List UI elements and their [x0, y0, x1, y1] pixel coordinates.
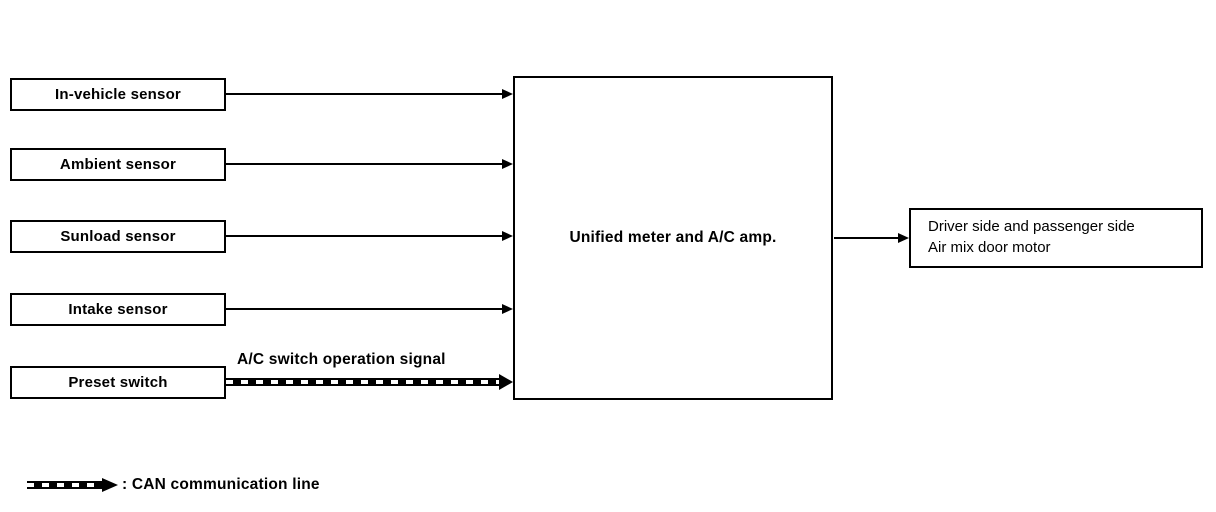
node-preset-switch-label: Preset switch: [68, 374, 168, 391]
node-air-mix-door-motor-label-line2: Air mix door motor: [928, 239, 1051, 256]
node-air-mix-door-motor-label-line1: Driver side and passenger side: [928, 218, 1135, 235]
arrow-ambient-to-amp: [226, 159, 513, 169]
arrow-sunload-to-amp: [226, 231, 513, 241]
node-sunload-sensor: Sunload sensor: [10, 220, 226, 253]
arrowhead-icon: [898, 233, 909, 243]
node-in-vehicle-sensor-label: In-vehicle sensor: [55, 86, 181, 103]
arrowhead-icon: [502, 304, 513, 314]
arrowhead-icon: [502, 89, 513, 99]
node-ambient-sensor: Ambient sensor: [10, 148, 226, 181]
arrowhead-icon: [502, 231, 513, 241]
node-preset-switch: Preset switch: [10, 366, 226, 399]
arrowhead-icon: [502, 159, 513, 169]
node-unified-meter-ac-amp-label: Unified meter and A/C amp.: [569, 229, 777, 246]
arrow-amp-to-door-motor: [834, 233, 909, 243]
arrowhead-icon: [102, 478, 118, 492]
can-line-sample-icon: [27, 478, 118, 492]
node-ambient-sensor-label: Ambient sensor: [59, 156, 177, 173]
arrowhead-icon: [499, 374, 513, 390]
node-intake-sensor: Intake sensor: [10, 293, 226, 326]
node-intake-sensor-label: Intake sensor: [68, 301, 168, 318]
can-signal-label: A/C switch operation signal: [237, 351, 446, 368]
node-unified-meter-ac-amp: Unified meter and A/C amp.: [513, 76, 833, 400]
legend-label: : CAN communication line: [122, 476, 320, 493]
arrow-in-vehicle-to-amp: [226, 89, 513, 99]
arrow-intake-to-amp: [226, 304, 513, 314]
node-air-mix-door-motor: Driver side and passenger side Air mix d…: [909, 208, 1203, 268]
legend: : CAN communication line: [27, 473, 320, 497]
node-sunload-sensor-label: Sunload sensor: [60, 228, 176, 245]
node-in-vehicle-sensor: In-vehicle sensor: [10, 78, 226, 111]
can-communication-arrow: [226, 374, 513, 390]
